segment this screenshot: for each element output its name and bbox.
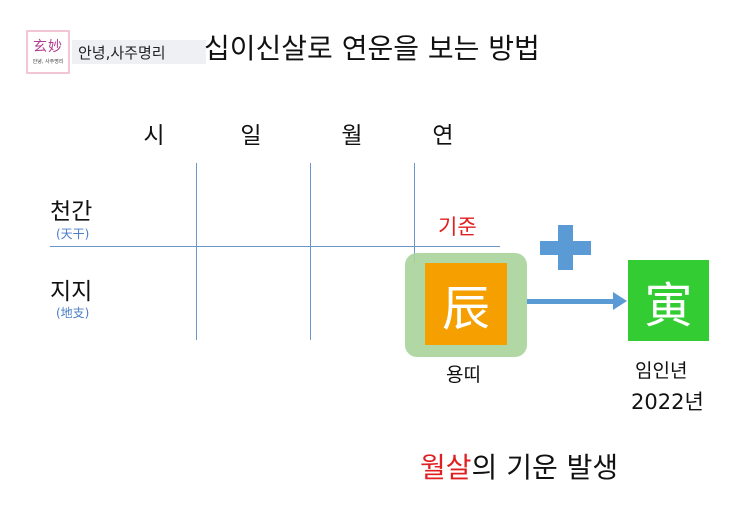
grid-divider-3 — [414, 163, 415, 263]
reference-branch-box: 辰 — [425, 263, 507, 345]
row-hanja-earthly-branch: (地支) — [56, 306, 90, 320]
arrow-head-icon — [613, 292, 627, 310]
grid-divider-1 — [196, 163, 197, 340]
logo: 玄妙 안녕, 사주명리 — [26, 30, 70, 74]
brand-name: 안녕,사주명리 — [78, 44, 166, 62]
result-rest: 의 기운 발생 — [471, 451, 619, 484]
logo-hanja: 玄妙 — [33, 39, 63, 55]
result-highlight: 월살 — [420, 451, 472, 484]
row-label-heavenly-stem: 천간 — [50, 199, 93, 225]
column-header-day: 일 — [240, 123, 262, 149]
base-label: 기준 — [438, 215, 477, 239]
reference-branch-char: 辰 — [441, 281, 490, 337]
column-header-month: 월 — [341, 123, 363, 149]
reference-caption: 용띠 — [446, 364, 481, 386]
arrow-right-icon — [527, 299, 615, 304]
column-header-hour: 시 — [143, 123, 165, 149]
year-branch-char: 寅 — [644, 277, 693, 334]
row-hanja-heavenly-stem: (天干) — [56, 227, 90, 241]
grid-divider-2 — [310, 163, 311, 340]
year-caption-number: 2022년 — [631, 390, 704, 414]
plus-icon-vertical — [558, 225, 573, 270]
year-branch-box: 寅 — [628, 260, 709, 341]
column-header-year: 연 — [432, 123, 454, 149]
grid-row-divider — [50, 246, 500, 247]
result-text: 월살의 기운 발생 — [420, 446, 618, 486]
brand-background — [72, 40, 206, 64]
row-label-earthly-branch: 지지 — [50, 279, 93, 305]
page-title: 십이신살로 연운을 보는 방법 — [204, 32, 540, 65]
year-caption-name: 임인년 — [635, 360, 688, 382]
logo-subtext: 안녕, 사주명리 — [32, 59, 64, 65]
